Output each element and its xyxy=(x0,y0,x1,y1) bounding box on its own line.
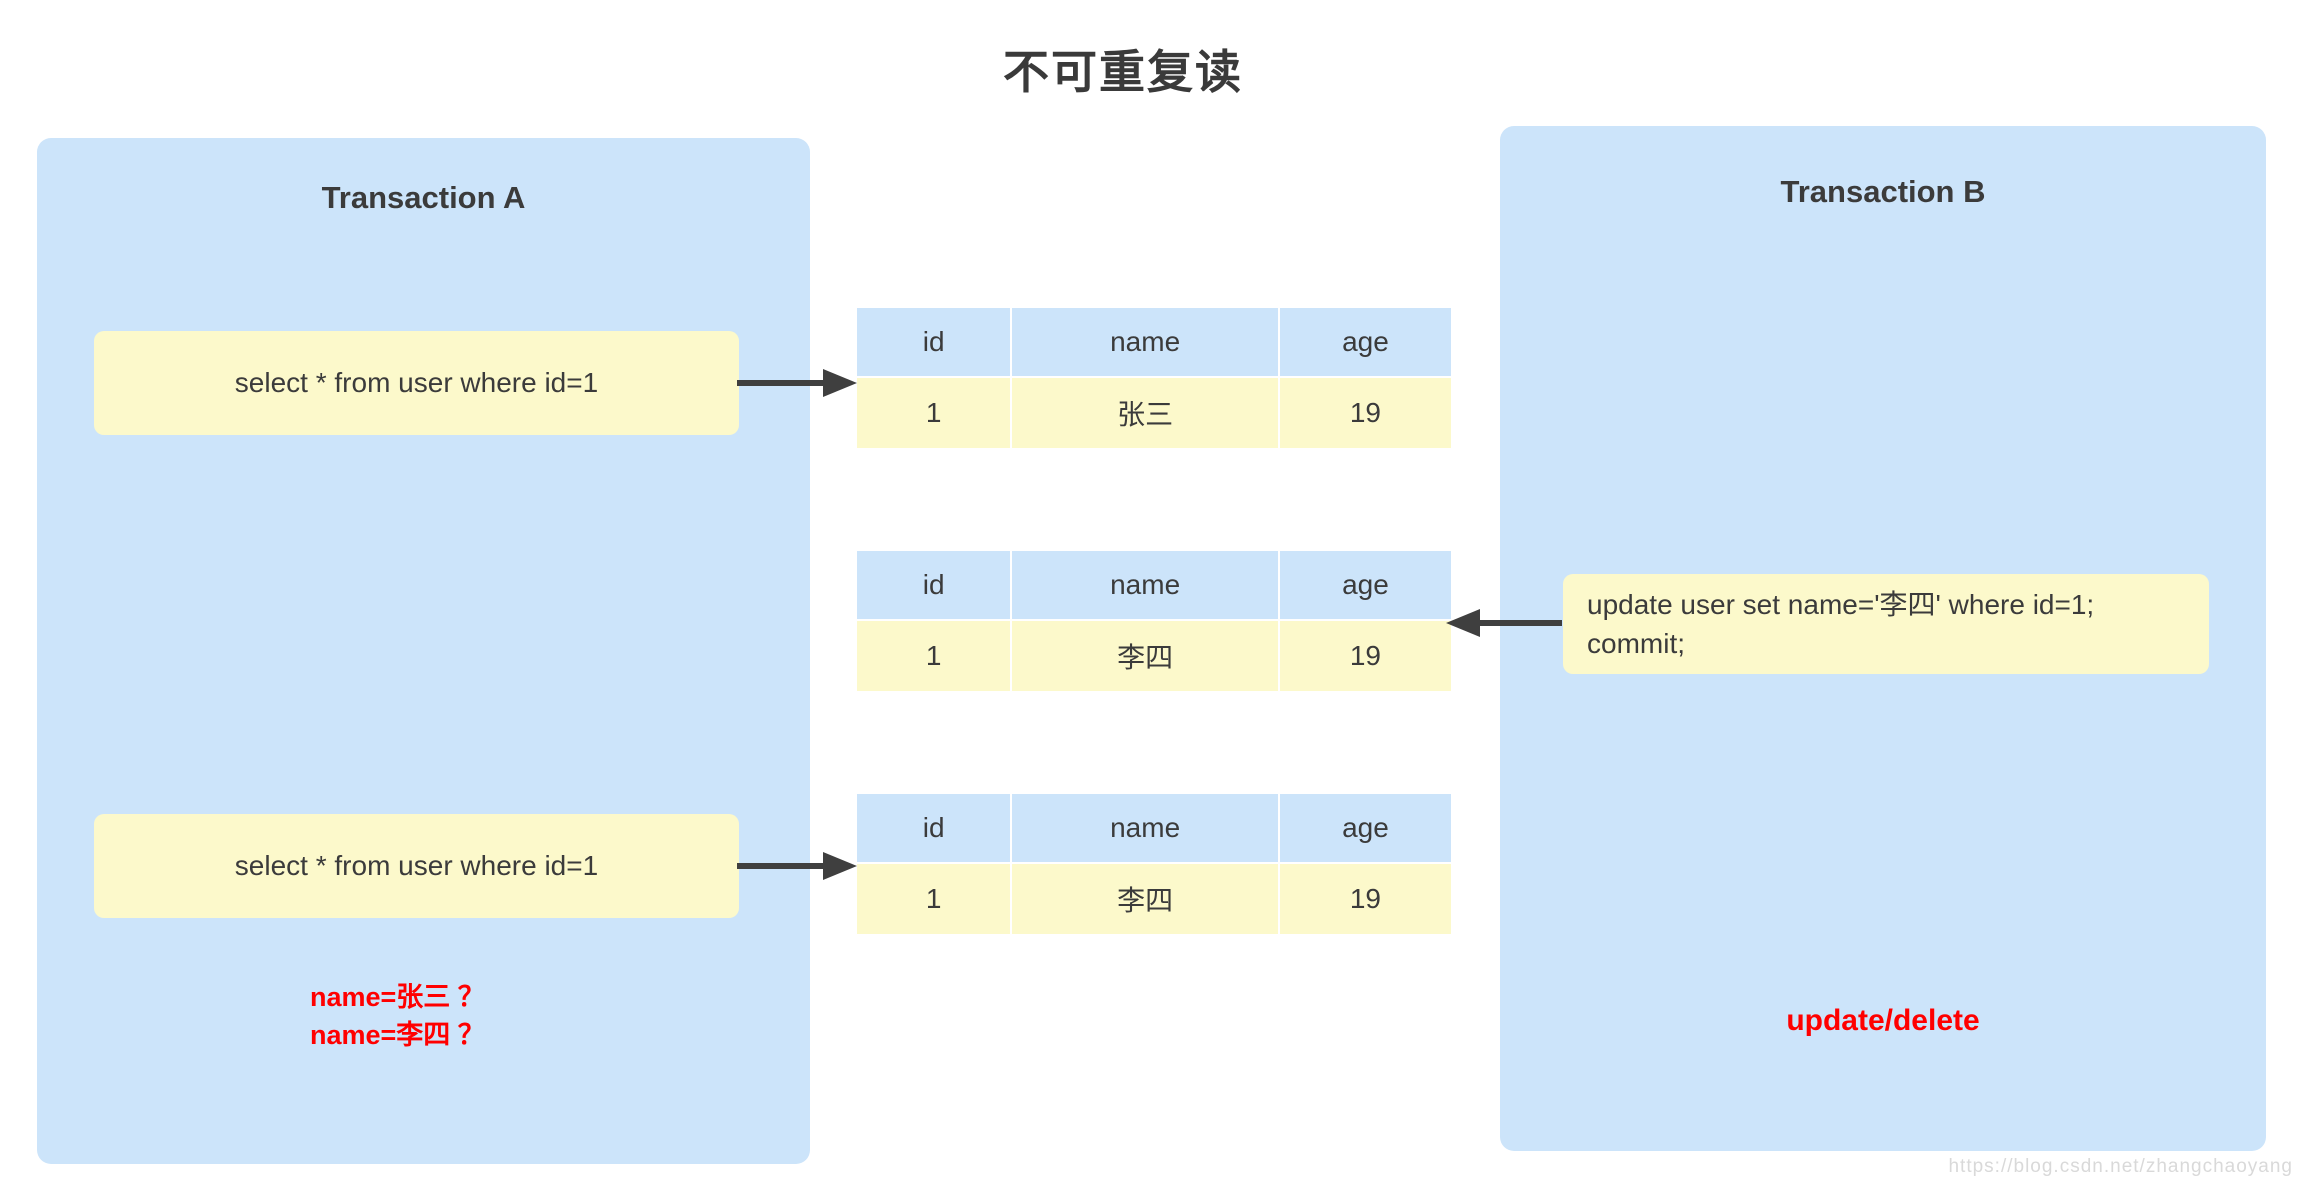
table-1-header-name: name xyxy=(1012,308,1278,376)
table-3-header-age: age xyxy=(1279,794,1451,862)
table-1-header-age: age xyxy=(1279,308,1451,376)
page-title: 不可重复读 xyxy=(1003,46,1243,98)
table-1-cell-age: 19 xyxy=(1279,378,1451,448)
transaction-b-title: Transaction B xyxy=(1780,174,1986,209)
arrow-right-icon xyxy=(737,369,857,397)
table-3-header-id: id xyxy=(857,794,1011,862)
table-3-header-name: name xyxy=(1012,794,1278,862)
question-line-2: name=李四 ？ xyxy=(310,1020,485,1050)
table-2-cell-name: 李四 xyxy=(1012,621,1278,691)
result-table-3: id name age 1 李四 19 xyxy=(857,794,1451,934)
update-query-line-2: commit; xyxy=(1587,628,1685,659)
table-2-header-name: name xyxy=(1012,551,1278,619)
question-line-1: name=张三 ？ xyxy=(310,982,485,1012)
table-2-header-age: age xyxy=(1279,551,1451,619)
table-3-cell-age: 19 xyxy=(1279,864,1451,934)
result-table-2: id name age 1 李四 19 xyxy=(857,551,1451,691)
update-query-box: update user set name='李四' where id=1; co… xyxy=(1563,574,2209,674)
table-3-cell-name: 李四 xyxy=(1012,864,1278,934)
arrow-right-icon xyxy=(737,852,857,880)
table-2-cell-id: 1 xyxy=(857,621,1011,691)
result-table-1: id name age 1 张三 19 xyxy=(857,308,1451,448)
update-query-line-1: update user set name='李四' where id=1; xyxy=(1587,589,2095,620)
transaction-a-title: Transaction A xyxy=(321,180,526,215)
watermark-url: https://blog.csdn.net/zhangchaoyang xyxy=(1948,1156,2293,1177)
table-1-cell-name: 张三 xyxy=(1012,378,1278,448)
select-query-box-2: select * from user where id=1 xyxy=(94,814,739,918)
select-query-2-text: select * from user where id=1 xyxy=(234,850,599,881)
update-delete-note: update/delete xyxy=(1786,1004,1980,1037)
table-1-cell-id: 1 xyxy=(857,378,1011,448)
select-query-1-text: select * from user where id=1 xyxy=(234,367,599,398)
table-1-header-id: id xyxy=(857,308,1011,376)
table-2-header-id: id xyxy=(857,551,1011,619)
repeat-read-question: name=张三 ？ name=李四 ？ xyxy=(310,978,485,1054)
transaction-b-panel: Transaction B update user set name='李四' … xyxy=(1500,126,2266,1151)
select-query-box-1: select * from user where id=1 xyxy=(94,331,739,435)
table-2-cell-age: 19 xyxy=(1279,621,1451,691)
update-query-text: update user set name='李四' where id=1; co… xyxy=(1587,585,2094,663)
table-3-cell-id: 1 xyxy=(857,864,1011,934)
transaction-a-panel: Transaction A select * from user where i… xyxy=(37,138,810,1164)
arrow-left-icon xyxy=(1446,609,1562,637)
